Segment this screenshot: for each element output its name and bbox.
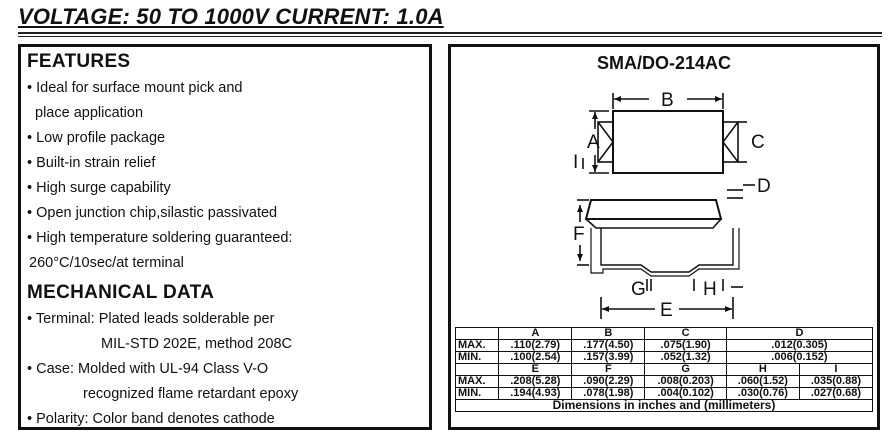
table-cell: .027(0.68) [798, 387, 874, 400]
table-cell: .060(1.52) [725, 375, 800, 388]
mechanical-item-continued: MIL-STD 202E, method 208C [101, 336, 293, 352]
mechanical-item: Terminal: Plated leads solderable per [27, 307, 423, 332]
row-label-max: MAX. [454, 339, 500, 352]
table-cell: .035(0.88) [798, 375, 874, 388]
mechanical-item: Polarity: Color band denotes cathode [27, 407, 423, 432]
page-header: VOLTAGE: 50 TO 1000V CURRENT: 1.0A [18, 4, 882, 34]
mechanical-title: MECHANICAL DATA [27, 282, 215, 303]
feature-item: High temperature soldering guaranteed: [27, 226, 423, 251]
table-header-cell: E [498, 363, 573, 376]
table-caption: Dimensions in inches and (millimeters) [455, 399, 873, 412]
package-drawing: B A C I D F G H E [573, 90, 771, 321]
feature-item: Open junction chip,silastic passivated [27, 201, 423, 226]
table-header-cell: F [571, 363, 646, 376]
feature-item-continued: place application [35, 105, 144, 121]
table-cell: .008(0.203) [644, 375, 727, 388]
label-d: D [757, 176, 771, 197]
table-header-cell: C [644, 327, 727, 340]
table-row: MAX. .208(5.28) .090(2.29) .008(0.203) .… [454, 375, 874, 388]
side-view-outline [600, 228, 734, 273]
mechanical-list: Terminal: Plated leads solderable per MI… [27, 307, 423, 432]
page-title: VOLTAGE: 50 TO 1000V CURRENT: 1.0A [18, 4, 444, 29]
package-title: SMA/DO-214AC [596, 53, 732, 73]
row-label-max: MAX. [454, 375, 500, 388]
feature-item: Ideal for surface mount pick and [27, 76, 423, 101]
feature-item: High surge capability [27, 176, 423, 201]
label-f: F [573, 224, 585, 245]
label-i: I [573, 152, 578, 173]
label-c: C [751, 132, 765, 153]
table-row: MAX. .110(2.79) .177(4.50) .075(1.90) .0… [454, 339, 874, 352]
features-panel: FEATURES Ideal for surface mount pick an… [18, 44, 432, 430]
table-cell: .157(3.99) [571, 351, 646, 364]
label-b: B [661, 90, 674, 111]
right-lead [722, 121, 739, 163]
table-header-row: A B C D [454, 327, 874, 340]
row-label-min: MIN. [454, 387, 500, 400]
features-list: Ideal for surface mount pick and place a… [27, 76, 423, 276]
dimensions-table: A B C D MAX. .110(2.79) .177(4.50) .075(… [454, 327, 874, 412]
table-header-cell: G [644, 363, 727, 376]
label-e: E [660, 300, 673, 321]
table-cell: .100(2.54) [498, 351, 573, 364]
row-label-min: MIN. [454, 351, 500, 364]
table-cell: .177(4.50) [571, 339, 646, 352]
table-header-cell: D [725, 327, 874, 340]
table-cell: .006(0.152) [725, 351, 874, 364]
table-header-cell: A [498, 327, 573, 340]
header-rule [18, 32, 882, 34]
mechanical-item: Case: Molded with UL-94 Class V-O [27, 357, 423, 382]
table-cell: .012(0.305) [725, 339, 874, 352]
table-caption-row: Dimensions in inches and (millimeters) [455, 399, 873, 412]
features-title: FEATURES [27, 51, 131, 72]
label-a: A [587, 132, 600, 153]
left-lead [597, 121, 614, 163]
table-cell: .090(2.29) [571, 375, 646, 388]
feature-item: Built-in strain relief [27, 151, 423, 176]
label-g: G [631, 279, 646, 300]
label-h: H [703, 279, 717, 300]
table-header-cell: H [725, 363, 800, 376]
table-row: MIN. .100(2.54) .157(3.99) .052(1.32) .0… [454, 351, 874, 364]
feature-item: Low profile package [27, 126, 423, 151]
table-cell: .208(5.28) [498, 375, 573, 388]
package-panel: SMA/DO-214AC [448, 44, 880, 430]
table-cell: .075(1.90) [644, 339, 727, 352]
mechanical-item-continued: recognized flame retardant epoxy [83, 386, 299, 402]
table-cell: .052(1.32) [644, 351, 727, 364]
table-header-cell: I [798, 363, 874, 376]
top-view-body [612, 110, 724, 174]
table-cell: .110(2.79) [498, 339, 573, 352]
feature-item-continued: 260°C/10sec/at terminal [29, 255, 184, 271]
table-header-row: E F G H I [454, 363, 874, 376]
table-header-cell: B [571, 327, 646, 340]
side-view-body [584, 199, 723, 220]
table-row: MIN. .194(4.93) .078(1.98) .004(0.102) .… [454, 387, 874, 400]
header-rule-thin [18, 36, 882, 37]
